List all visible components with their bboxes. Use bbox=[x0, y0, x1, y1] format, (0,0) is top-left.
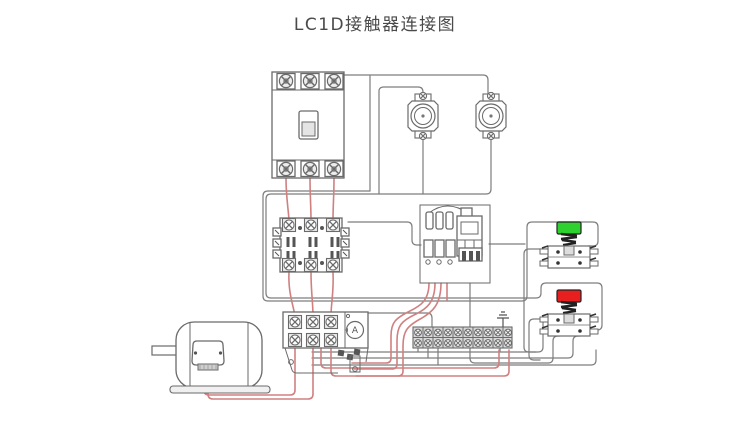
stop-button bbox=[539, 289, 599, 337]
circuit-breaker bbox=[271, 71, 345, 179]
thermal-relay: A bbox=[282, 311, 369, 374]
dial-label: A bbox=[352, 326, 359, 336]
page-title: LC1D接触器连接图 bbox=[293, 15, 457, 35]
fuse-holder-right bbox=[475, 91, 507, 141]
start-button bbox=[539, 221, 599, 269]
fuse-holder-left bbox=[407, 91, 439, 141]
motor bbox=[151, 321, 271, 394]
ampere-dial: A bbox=[345, 313, 365, 340]
breaker-toggle bbox=[298, 110, 319, 140]
motor-terminal-box bbox=[191, 340, 225, 371]
ground-icon bbox=[497, 311, 509, 327]
stop-button-cap bbox=[556, 289, 582, 303]
terminal-strip bbox=[412, 311, 513, 349]
coil-module bbox=[419, 204, 491, 284]
relay-reset-contacts bbox=[288, 348, 361, 373]
contactor bbox=[272, 217, 350, 273]
start-button-cap bbox=[556, 221, 582, 235]
